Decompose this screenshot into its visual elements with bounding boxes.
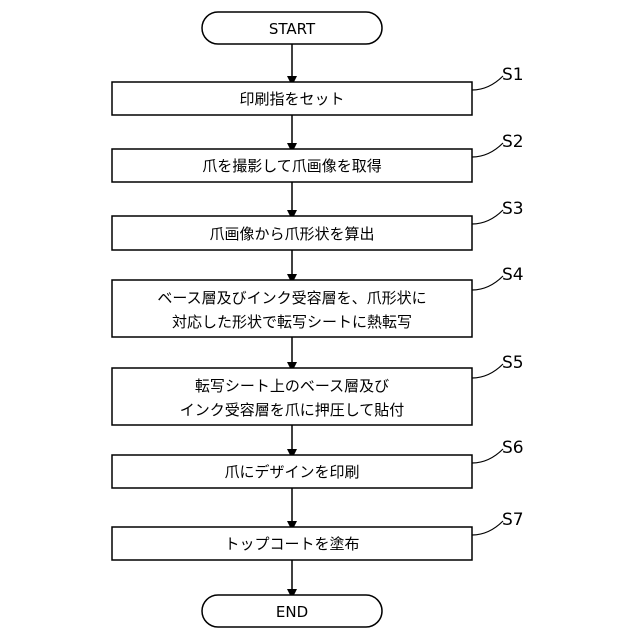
step-s7-id: S7	[502, 510, 524, 530]
start-label: START	[269, 20, 316, 38]
step-s1-id: S1	[502, 65, 524, 85]
process-step-s2: 爪を撮影して爪画像を取得 S2	[112, 132, 524, 182]
step-s2-id: S2	[502, 132, 524, 152]
process-step-s5: 転写シート上のベース層及び インク受容層を爪に押圧して貼付 S5	[112, 353, 524, 425]
step-s4-id: S4	[502, 265, 524, 285]
step-s6-text: 爪にデザインを印刷	[224, 463, 359, 481]
process-step-s1: 印刷指をセット S1	[112, 65, 524, 115]
step-s2-text: 爪を撮影して爪画像を取得	[202, 157, 382, 175]
process-step-s4: ベース層及びインク受容層を、爪形状に 対応した形状で転写シートに熱転写 S4	[112, 265, 524, 337]
step-s2-leader	[472, 143, 503, 157]
step-s4-leader	[472, 276, 503, 290]
step-s5-id: S5	[502, 353, 524, 373]
step-s6-leader	[472, 449, 503, 463]
step-s4-text-line2: 対応した形状で転写シートに熱転写	[172, 313, 412, 331]
start-terminal: START	[202, 12, 382, 44]
step-s3-id: S3	[502, 199, 524, 219]
process-step-s6: 爪にデザインを印刷 S6	[112, 438, 524, 488]
step-s3-leader	[472, 210, 503, 224]
step-s5-text-line2: インク受容層を爪に押圧して貼付	[180, 401, 405, 419]
step-s7-text: トップコートを塗布	[224, 535, 359, 553]
process-step-s3: 爪画像から爪形状を算出 S3	[112, 199, 524, 250]
step-s1-leader	[472, 76, 503, 90]
step-s1-text: 印刷指をセット	[239, 90, 344, 108]
step-s4-text-line1: ベース層及びインク受容層を、爪形状に	[157, 289, 426, 307]
step-s3-text: 爪画像から爪形状を算出	[209, 225, 374, 243]
step-s7-leader	[472, 521, 503, 535]
process-step-s7: トップコートを塗布 S7	[112, 510, 524, 560]
step-s6-id: S6	[502, 438, 524, 458]
end-label: END	[276, 603, 308, 621]
step-s5-leader	[472, 364, 503, 378]
step-s5-text-line1: 転写シート上のベース層及び	[195, 377, 389, 395]
end-terminal: END	[202, 595, 382, 627]
